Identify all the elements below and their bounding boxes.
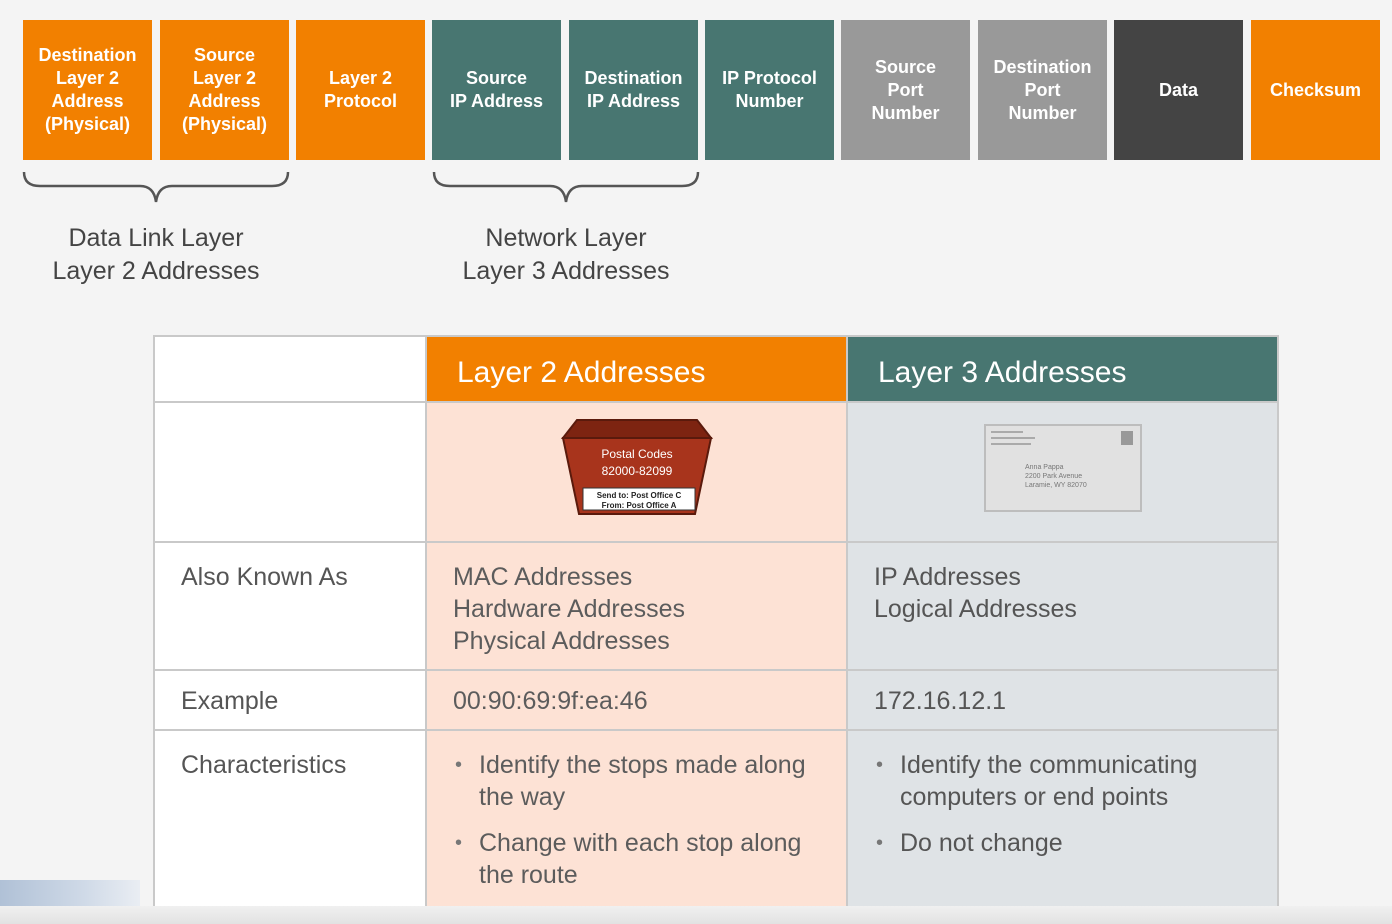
table-header-row: Layer 2 Addresses Layer 3 Addresses bbox=[153, 335, 1279, 403]
address-comparison-table: Layer 2 Addresses Layer 3 Addresses Post… bbox=[153, 335, 1279, 908]
cell-l2-example: 00:90:69:9f:ea:46 bbox=[425, 669, 848, 731]
postal-box-icon: Postal Codes 82000-82099 Send to: Post O… bbox=[560, 419, 713, 515]
l2-characteristic-item: Change with each stop along the route bbox=[453, 827, 822, 891]
field-data: Data bbox=[1114, 20, 1243, 160]
network-title: Network Layer bbox=[485, 224, 647, 252]
field-destination-layer2-address: Destination Layer 2 Address (Physical) bbox=[23, 20, 152, 160]
field-ip-protocol-number: IP Protocol Number bbox=[705, 20, 834, 160]
row-example: Example 00:90:69:9f:ea:46 172.16.12.1 bbox=[153, 669, 1279, 731]
envelope-name: Anna Pappa bbox=[1025, 464, 1064, 471]
frame-format-strip: Destination Layer 2 Address (Physical) S… bbox=[0, 0, 1392, 170]
postal-box-line3: Send to: Post Office C bbox=[596, 491, 681, 500]
l3-characteristic-item: Identify the communicating computers or … bbox=[874, 749, 1253, 813]
data-link-brace-icon bbox=[22, 171, 290, 203]
cell-l3-also-known-as: IP Addresses Logical Addresses bbox=[846, 541, 1279, 671]
field-checksum: Checksum bbox=[1251, 20, 1380, 160]
field-destination-port-number: Destination Port Number bbox=[978, 20, 1107, 160]
l2-aka-item: Hardware Addresses bbox=[453, 595, 686, 623]
field-layer2-protocol: Layer 2 Protocol bbox=[296, 20, 425, 160]
field-source-layer2-address: Source Layer 2 Address (Physical) bbox=[160, 20, 289, 160]
postal-box-line4: From: Post Office A bbox=[601, 501, 676, 510]
data-link-subtitle: Layer 2 Addresses bbox=[52, 257, 260, 285]
field-source-ip-address: Source IP Address bbox=[432, 20, 561, 160]
envelope-street: 2200 Park Avenue bbox=[1025, 473, 1082, 480]
row-characteristics: Characteristics Identify the stops made … bbox=[153, 729, 1279, 908]
l2-aka-item: MAC Addresses bbox=[453, 563, 633, 591]
network-subtitle: Layer 3 Addresses bbox=[462, 257, 670, 285]
header-blank-cell bbox=[153, 335, 427, 403]
envelope-city: Laramie, WY 82070 bbox=[1025, 482, 1087, 489]
cell-l2-characteristics: Identify the stops made along the way Ch… bbox=[425, 729, 848, 908]
postal-box-line1: Postal Codes bbox=[601, 447, 672, 461]
l3-characteristic-item: Do not change bbox=[874, 827, 1253, 859]
network-layer-label: Network Layer Layer 3 Addresses bbox=[430, 222, 702, 288]
header-layer2-addresses: Layer 2 Addresses bbox=[425, 335, 848, 403]
postal-box-line2: 82000-82099 bbox=[601, 464, 672, 478]
cell-l2-also-known-as: MAC Addresses Hardware Addresses Physica… bbox=[425, 541, 848, 671]
icon-cell-layer3: Anna Pappa 2200 Park Avenue Laramie, WY … bbox=[846, 401, 1279, 543]
header-layer3-addresses: Layer 3 Addresses bbox=[846, 335, 1279, 403]
label-example: Example bbox=[153, 669, 427, 731]
label-characteristics: Characteristics bbox=[153, 729, 427, 908]
icon-row-label-cell bbox=[153, 401, 427, 543]
l3-aka-item: Logical Addresses bbox=[874, 595, 1077, 623]
data-link-title: Data Link Layer bbox=[68, 224, 244, 252]
l2-aka-item: Physical Addresses bbox=[453, 627, 670, 655]
row-also-known-as: Also Known As MAC Addresses Hardware Add… bbox=[153, 541, 1279, 671]
cell-l3-characteristics: Identify the communicating computers or … bbox=[846, 729, 1279, 908]
field-source-port-number: Source Port Number bbox=[841, 20, 970, 160]
video-bottom-bar bbox=[0, 906, 1392, 924]
table-icon-row: Postal Codes 82000-82099 Send to: Post O… bbox=[153, 401, 1279, 543]
cell-l3-example: 172.16.12.1 bbox=[846, 669, 1279, 731]
l2-characteristic-item: Identify the stops made along the way bbox=[453, 749, 822, 813]
l3-aka-item: IP Addresses bbox=[874, 563, 1021, 591]
icon-cell-layer2: Postal Codes 82000-82099 Send to: Post O… bbox=[425, 401, 848, 543]
label-also-known-as: Also Known As bbox=[153, 541, 427, 671]
envelope-icon: Anna Pappa 2200 Park Avenue Laramie, WY … bbox=[983, 424, 1142, 512]
network-brace-icon bbox=[432, 171, 700, 203]
data-link-layer-label: Data Link Layer Layer 2 Addresses bbox=[20, 222, 292, 288]
field-destination-ip-address: Destination IP Address bbox=[569, 20, 698, 160]
